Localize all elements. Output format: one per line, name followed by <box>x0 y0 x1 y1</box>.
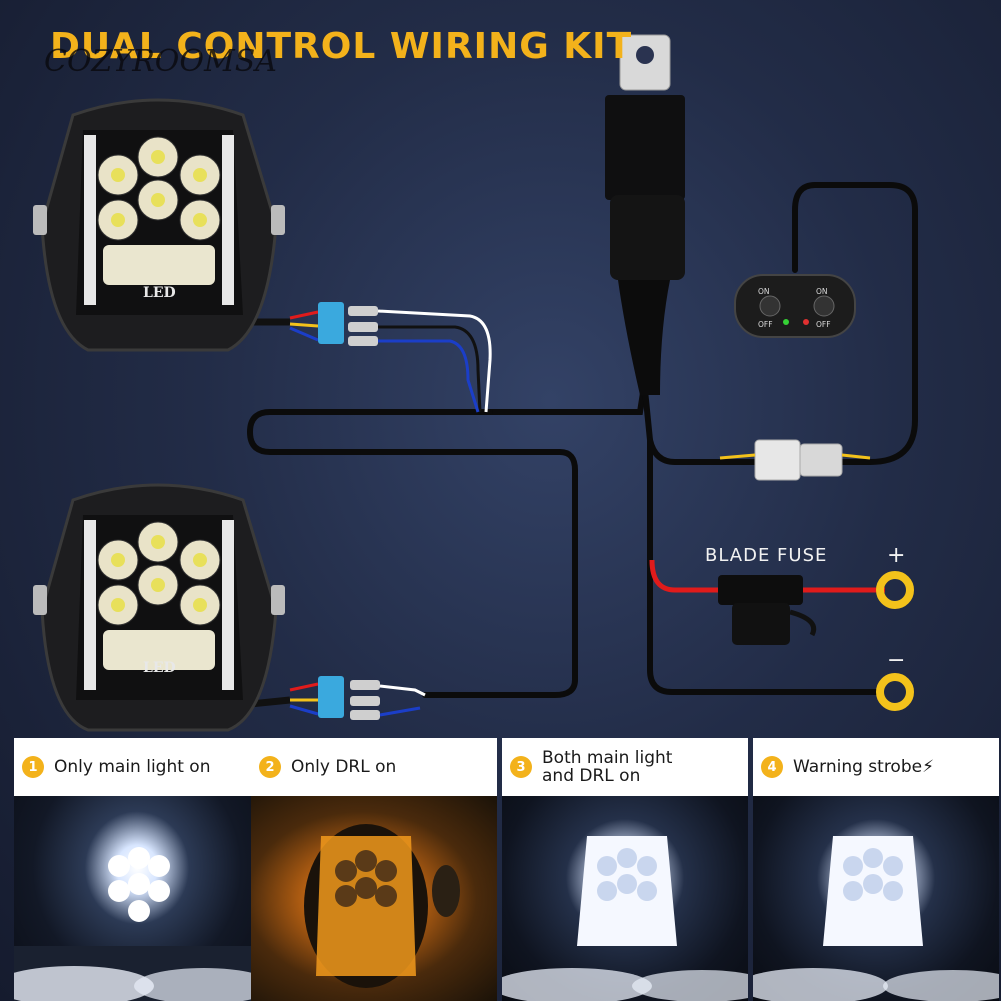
main-harness <box>487 377 648 415</box>
drl-photo <box>251 796 497 1001</box>
switch-left-off-label: OFF <box>758 320 773 329</box>
main-light-photo <box>14 796 260 1001</box>
led-badge-upper: LED <box>143 285 176 301</box>
mode-label: Only main light on <box>54 757 211 777</box>
lower-led-lamp <box>33 483 285 732</box>
upper-led-lamp <box>33 98 285 352</box>
switch-loop <box>792 182 918 465</box>
ground-wire <box>647 437 883 695</box>
dual-switch <box>734 274 856 338</box>
ring-terminal-negative <box>876 673 914 711</box>
mode-number: 3 <box>510 756 532 778</box>
brand-watermark: COZYROOMSA <box>44 44 277 79</box>
mode-panel-4: 4 Warning strobe⚡ <box>753 738 999 1001</box>
switch-right-off-label: OFF <box>816 320 831 329</box>
inline-connector <box>719 439 871 481</box>
wiring-diagram <box>239 34 918 720</box>
switch-cable <box>642 387 763 465</box>
mode-panel-1: 1 Only main light on <box>14 738 260 1001</box>
switch-right-on-label: ON <box>816 287 828 296</box>
relay <box>605 34 685 395</box>
negative-sign: − <box>887 648 906 673</box>
mode-panel-2: 2 Only DRL on <box>251 738 497 1001</box>
mode-panel-3: 3 Both main light and DRL on <box>502 738 748 1001</box>
led-badge-lower: LED <box>143 660 176 676</box>
switch-left-on-label: ON <box>758 287 770 296</box>
mode-label: Both main light and DRL on <box>542 748 673 786</box>
positive-sign: + <box>887 543 906 568</box>
ring-terminal-positive <box>876 571 914 609</box>
page-title: DUAL CONTROL WIRING KIT <box>50 26 633 67</box>
strobe-photo <box>753 796 999 1001</box>
mode-number: 4 <box>761 756 783 778</box>
both-lights-photo <box>502 796 748 1001</box>
blade-fuse-label: BLADE FUSE <box>705 545 828 566</box>
mode-label: Warning strobe⚡ <box>793 757 935 777</box>
mode-number: 1 <box>22 756 44 778</box>
mode-number: 2 <box>259 756 281 778</box>
mode-label: Only DRL on <box>291 757 397 777</box>
lower-lamp-cable <box>246 409 578 698</box>
blade-fuse <box>718 575 817 645</box>
